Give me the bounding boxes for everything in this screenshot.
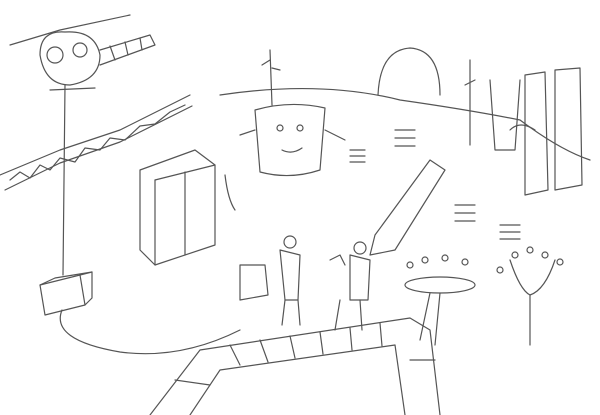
hills-and-buildings [219, 59, 591, 196]
pool [149, 317, 441, 415]
sun [377, 47, 441, 96]
springs [349, 129, 521, 240]
flower-table [404, 246, 564, 346]
hand-arm [369, 159, 446, 256]
truss-bridge [0, 94, 193, 191]
figures [239, 235, 371, 331]
robot [224, 49, 346, 211]
cabinet [139, 149, 216, 266]
helicopter [9, 14, 156, 276]
box [39, 271, 241, 355]
